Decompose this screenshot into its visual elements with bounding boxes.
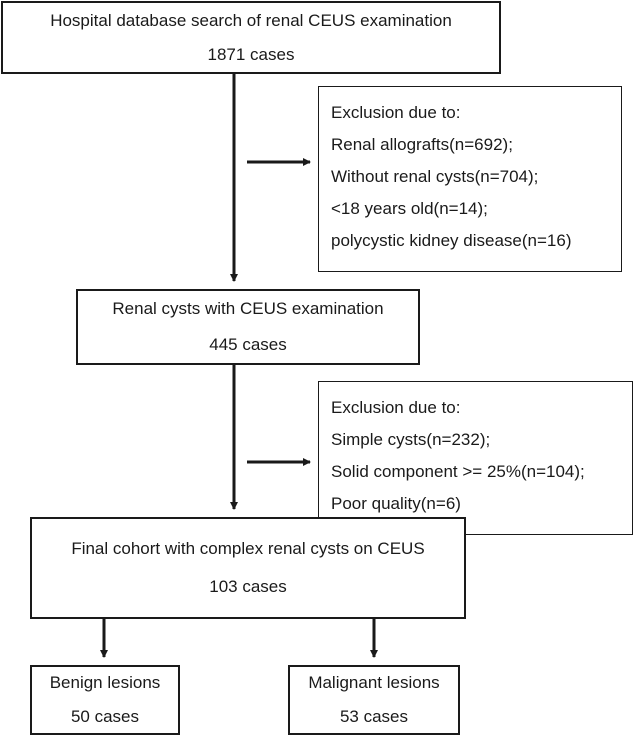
database-search-count: 1871 cases xyxy=(207,44,295,64)
benign-lesions-title: Benign lesions xyxy=(49,673,161,692)
exclusion-box-1: Exclusion due to: Renal allografts(n=692… xyxy=(318,86,622,272)
final-cohort-box: Final cohort with complex renal cysts on… xyxy=(30,517,466,619)
benign-lesions-box: Benign lesions 50 cases xyxy=(30,665,180,735)
database-search-title: Hospital database search of renal CEUS e… xyxy=(50,10,452,30)
exclusion-box-2: Exclusion due to: Simple cysts(n=232); S… xyxy=(318,381,633,535)
exclusion-1-item: polycystic kidney disease(n=16) xyxy=(331,231,572,250)
malignant-lesions-count: 53 cases xyxy=(339,707,409,726)
exclusion-2-item: Solid component >= 25%(n=104); xyxy=(331,462,585,481)
exclusion-2-item: Poor quality(n=6) xyxy=(331,494,461,513)
renal-cysts-count: 445 cases xyxy=(209,335,287,354)
exclusion-2-heading: Exclusion due to: xyxy=(331,398,461,417)
exclusion-1-item: Renal allografts(n=692); xyxy=(331,135,513,154)
exclusion-2-item: Simple cysts(n=232); xyxy=(331,430,491,449)
malignant-lesions-title: Malignant lesions xyxy=(308,673,440,692)
exclusion-1-item: <18 years old(n=14); xyxy=(331,199,488,218)
exclusion-1-item: Without renal cysts(n=704); xyxy=(331,167,539,186)
renal-cysts-title: Renal cysts with CEUS examination xyxy=(112,299,384,318)
exclusion-1-heading: Exclusion due to: xyxy=(331,103,461,122)
database-search-box: Hospital database search of renal CEUS e… xyxy=(1,1,501,74)
benign-lesions-count: 50 cases xyxy=(70,707,140,726)
final-cohort-count: 103 cases xyxy=(209,577,287,596)
final-cohort-title: Final cohort with complex renal cysts on… xyxy=(71,539,425,558)
renal-cysts-box: Renal cysts with CEUS examination 445 ca… xyxy=(76,289,420,365)
malignant-lesions-box: Malignant lesions 53 cases xyxy=(288,665,460,735)
